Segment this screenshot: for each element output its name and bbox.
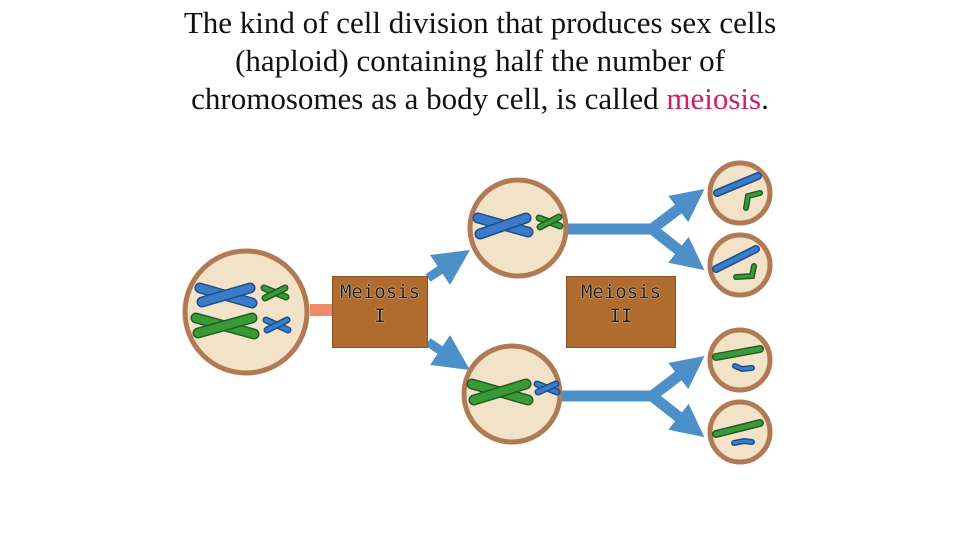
gamete-cell-2 xyxy=(707,232,773,298)
meiosis-2-label: Meiosis II xyxy=(566,276,676,348)
blue-chromosome-pair xyxy=(194,282,258,309)
daughter-cell-upper xyxy=(467,177,569,279)
meiosis2-arrow-upper xyxy=(558,189,705,271)
meiosis-1-label-line-2: I xyxy=(374,305,386,327)
green-chromosome-pair xyxy=(190,312,260,340)
parent-cell xyxy=(182,248,310,376)
gamete-cell-3 xyxy=(707,327,773,393)
title-line-3-prefix: chromosomes as a body cell, is called xyxy=(191,81,667,116)
title-line-3: chromosomes as a body cell, is called me… xyxy=(0,80,960,118)
title-line-2: (haploid) containing half the number of xyxy=(235,43,725,78)
gamete-cell-1 xyxy=(707,160,773,226)
meiosis1-arrow-down xyxy=(425,335,470,370)
small-green-chromosome-pair xyxy=(260,284,290,302)
meiosis-2-label-line-1: Meiosis xyxy=(580,281,662,303)
meiosis-highlight: meiosis xyxy=(666,81,762,116)
gamete-cell-4 xyxy=(707,399,773,465)
meiosis-1-label: Meiosis I xyxy=(332,276,428,348)
title-line-3-suffix: . xyxy=(761,81,769,116)
meiosis-1-label-line-1: Meiosis xyxy=(339,281,421,303)
title-line-1: The kind of cell division that produces … xyxy=(183,5,777,40)
daughter-cell-lower xyxy=(461,343,563,445)
meiosis2-arrow-lower xyxy=(562,356,705,438)
title: The kind of cell division that produces … xyxy=(0,4,960,118)
parent-to-meiosis1-arrow xyxy=(310,304,334,316)
meiosis1-arrow-up xyxy=(425,250,470,285)
meiosis-2-label-line-2: II xyxy=(609,305,633,327)
small-blue-chromosome-pair xyxy=(262,316,292,334)
